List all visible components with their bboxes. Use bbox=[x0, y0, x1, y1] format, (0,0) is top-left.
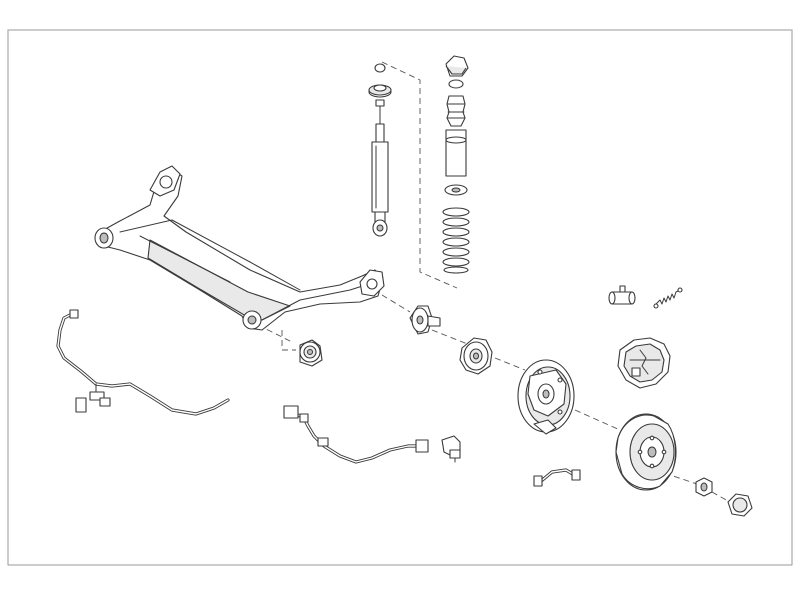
abs-sensor-cable bbox=[283, 405, 429, 464]
abs-sensor bbox=[441, 435, 461, 463]
rear-axle-beam bbox=[94, 165, 385, 331]
wheel-hub bbox=[459, 337, 493, 375]
brake-shoe-set bbox=[617, 337, 671, 389]
diagram-frame bbox=[7, 29, 793, 566]
stub-axle bbox=[409, 305, 441, 335]
brake-drum bbox=[615, 413, 677, 491]
brake-backing-plate bbox=[517, 359, 575, 435]
axle-nut bbox=[695, 477, 713, 497]
axle-bushing bbox=[299, 339, 323, 367]
shock-absorber bbox=[368, 63, 392, 237]
brake-return-spring bbox=[653, 287, 683, 309]
dust-cap bbox=[727, 493, 753, 517]
wheel-cylinder bbox=[608, 285, 636, 305]
brake-hose bbox=[533, 468, 581, 487]
coil-spring-assembly bbox=[442, 55, 470, 274]
handbrake-cable-left bbox=[56, 309, 230, 416]
